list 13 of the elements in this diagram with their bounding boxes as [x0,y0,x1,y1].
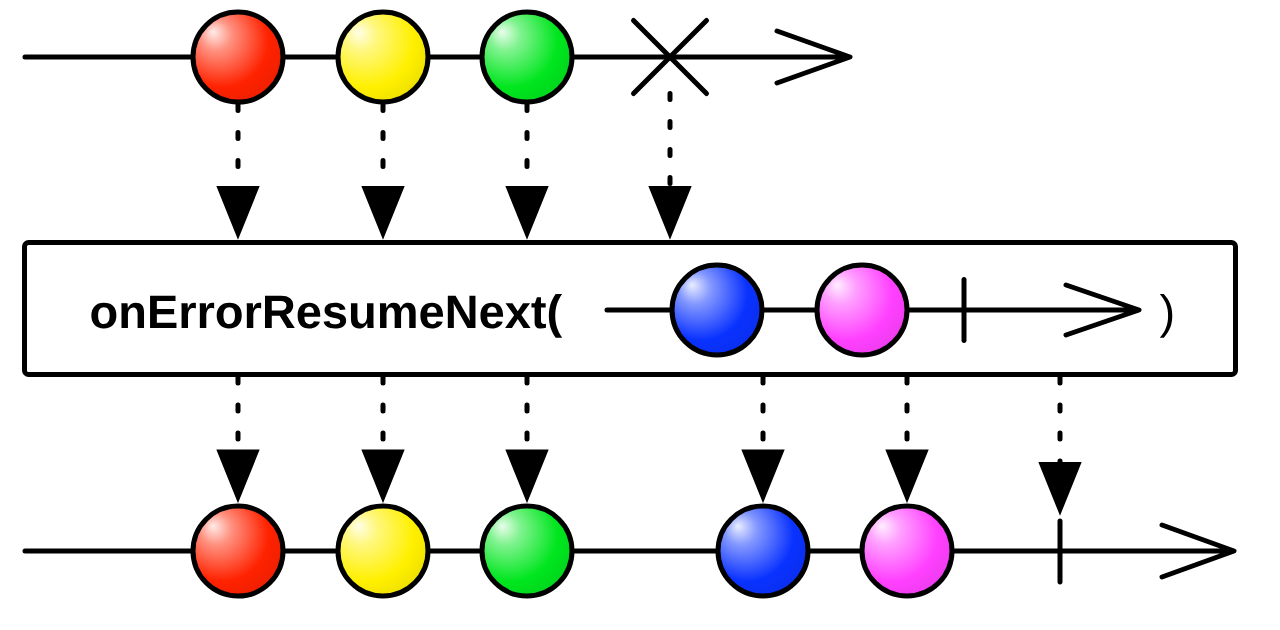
marble [479,9,575,105]
marble [814,262,910,358]
marble [715,503,811,599]
marble [335,9,431,105]
marble [190,9,286,105]
marble [669,262,765,358]
completion-bar [961,277,967,343]
completion-bar [1057,518,1063,585]
marble [335,503,431,599]
marble [190,503,286,599]
error-cross [631,18,709,96]
marble [859,503,955,599]
marble [479,503,575,599]
